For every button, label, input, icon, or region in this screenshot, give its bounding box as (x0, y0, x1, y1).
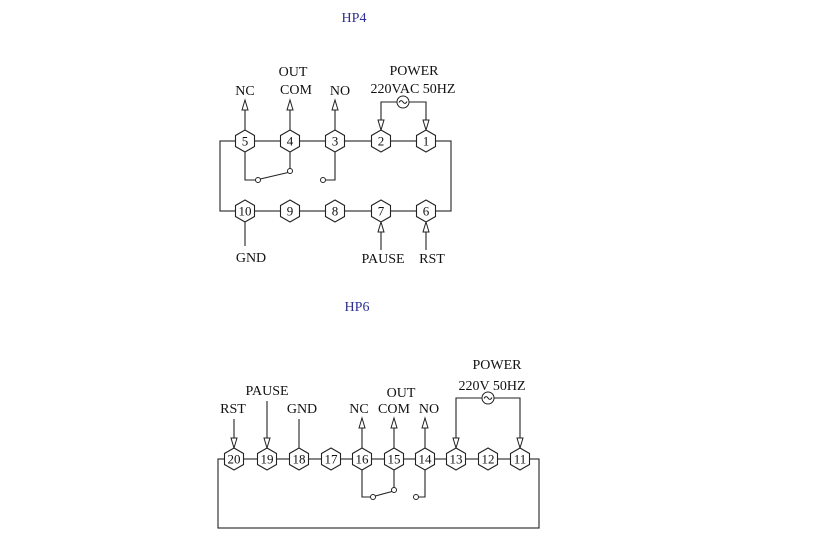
hp6-terminal-18: 18 (288, 447, 310, 471)
hp4-label-pause: PAUSE (361, 252, 404, 267)
terminal-number: 11 (514, 452, 527, 467)
hp4-terminal-7: 7 (370, 199, 392, 223)
hp4-arrow-com (286, 98, 294, 130)
hp6-terminal-19: 19 (256, 447, 278, 471)
terminal-number: 15 (388, 452, 401, 467)
terminal-number: 4 (287, 134, 294, 149)
hp6-terminal-16: 16 (351, 447, 373, 471)
hp4-arrow-pause (377, 220, 385, 250)
hp4-terminal-6: 6 (415, 199, 437, 223)
hp4-arrow-no (331, 98, 339, 130)
terminal-number: 18 (293, 452, 306, 467)
relay-switch-icon (244, 152, 336, 183)
terminal-number: 8 (332, 204, 339, 219)
terminal-number: 7 (378, 204, 385, 219)
hp4-terminal-3: 3 (324, 129, 346, 153)
terminal-number: 14 (419, 452, 433, 467)
hp6-label-power-spec: 220V 50HZ (458, 379, 525, 394)
hp4-terminal-4: 4 (279, 129, 301, 153)
relay-switch-icon (361, 470, 426, 500)
hp4-label-no: NO (330, 84, 350, 99)
hp4-power-wiring (377, 101, 430, 132)
hp4-label-out: OUT (279, 65, 308, 80)
terminal-number: 16 (356, 452, 370, 467)
hp6-terminal-14: 14 (414, 447, 436, 471)
hp6-arrow-rst (230, 419, 238, 450)
terminal-number: 12 (482, 452, 495, 467)
hp4-arrow-rst (422, 220, 430, 250)
hp4-label-com: COM (280, 83, 312, 98)
hp4-terminal-1: 1 (415, 129, 437, 153)
terminal-number: 20 (228, 452, 241, 467)
ac-source-icon (481, 391, 495, 405)
terminal-number: 10 (239, 204, 252, 219)
hp6-terminal-12: 12 (477, 447, 499, 471)
hp6-label-pause: PAUSE (245, 384, 288, 399)
hp4-terminal-10: 10 (234, 199, 256, 223)
hp6-diagram: HP6 POWER 220V 50HZ PAUSE OUT RST GND NC… (217, 300, 540, 529)
hp4-terminal-2: 2 (370, 129, 392, 153)
hp6-label-gnd: GND (287, 402, 317, 417)
hp4-terminal-9: 9 (279, 199, 301, 223)
hp4-label-nc: NC (235, 84, 254, 99)
hp4-label-gnd: GND (236, 251, 266, 266)
hp4-diagram: HP4 NC OUT COM NO POWER 220VAC 50HZ (219, 11, 456, 267)
terminal-number: 5 (242, 134, 249, 149)
hp6-power-wiring (452, 397, 524, 450)
hp6-arrow-nc (358, 416, 366, 448)
hp6-terminal-15: 15 (383, 447, 405, 471)
hp6-terminal-loop (217, 458, 540, 529)
hp6-terminal-17: 17 (320, 447, 342, 471)
hp6-arrow-no (421, 416, 429, 448)
hp6-label-rst: RST (220, 402, 246, 417)
hp6-terminal-11: 11 (509, 447, 531, 471)
terminal-number: 6 (423, 204, 430, 219)
hp4-label-power: POWER (390, 64, 440, 79)
terminal-number: 13 (450, 452, 463, 467)
hp6-title: HP6 (345, 300, 370, 315)
hp6-arrow-com (390, 416, 398, 448)
hp6-label-out: OUT (387, 386, 416, 401)
hp4-terminal-5: 5 (234, 129, 256, 153)
terminal-number: 19 (261, 452, 274, 467)
hp6-terminal-13: 13 (445, 447, 467, 471)
hp6-label-no: NO (419, 402, 439, 417)
hp4-title: HP4 (342, 11, 367, 26)
hp6-label-com: COM (378, 402, 410, 417)
terminal-number: 2 (378, 134, 385, 149)
terminal-number: 1 (423, 134, 430, 149)
terminal-number: 17 (325, 452, 339, 467)
ac-source-icon (396, 95, 410, 109)
hp6-terminal-20: 20 (223, 447, 245, 471)
terminal-number: 9 (287, 204, 294, 219)
hp4-label-rst: RST (419, 252, 445, 267)
hp6-label-power: POWER (473, 358, 523, 373)
terminal-number: 3 (332, 134, 339, 149)
hp4-arrow-nc (241, 98, 249, 130)
hp6-label-nc: NC (349, 402, 368, 417)
hp4-label-power-spec: 220VAC 50HZ (371, 82, 456, 97)
hp4-terminal-8: 8 (324, 199, 346, 223)
hp6-arrow-pause (263, 401, 271, 450)
